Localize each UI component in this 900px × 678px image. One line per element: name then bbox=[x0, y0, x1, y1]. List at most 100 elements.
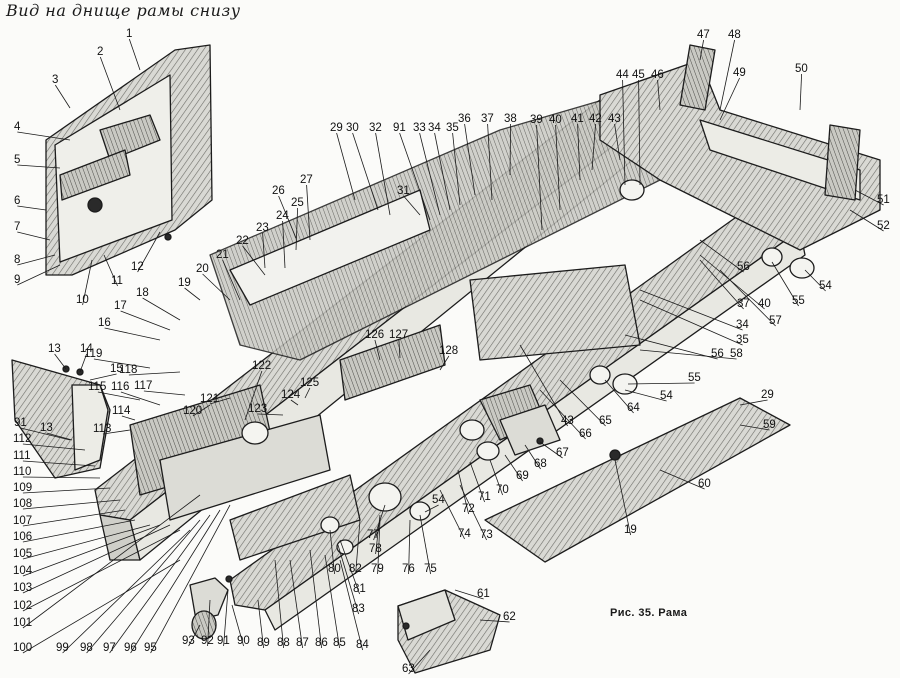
leader-line bbox=[408, 519, 411, 575]
callout-number: 61 bbox=[477, 588, 490, 600]
callout-n11: 11 bbox=[103, 254, 123, 287]
callout-number: 6 bbox=[14, 195, 20, 207]
callout-number: 68 bbox=[534, 458, 547, 470]
leader-line bbox=[150, 504, 231, 654]
leader-line bbox=[304, 387, 311, 399]
callout-number: 69 bbox=[516, 470, 529, 482]
callout-number: 92 bbox=[201, 635, 214, 647]
callout-number: 1 bbox=[126, 28, 132, 40]
leader-line bbox=[524, 444, 541, 470]
callout-n82: 82 bbox=[349, 519, 362, 575]
leader-line bbox=[487, 123, 493, 201]
leader-line bbox=[799, 73, 802, 111]
mount-bracket bbox=[479, 384, 561, 456]
leader-line bbox=[22, 460, 96, 467]
leader-line bbox=[109, 514, 211, 654]
callout-number: 88 bbox=[277, 637, 290, 649]
leader-line bbox=[142, 297, 181, 321]
callout-n42: 42 bbox=[589, 113, 602, 171]
callout-n13a: 13 bbox=[48, 343, 67, 370]
callout-n10: 10 bbox=[76, 259, 93, 306]
callout-number: 37 bbox=[737, 298, 750, 310]
callout-number: 35 bbox=[736, 334, 749, 346]
callout-n106: 106 bbox=[13, 519, 136, 543]
leader-line bbox=[339, 559, 363, 651]
callout-number: 126 bbox=[365, 329, 384, 341]
leader-line bbox=[329, 529, 335, 575]
leader-line bbox=[719, 269, 776, 327]
callout-n35b: 35 bbox=[639, 299, 749, 346]
callout-n102: 102 bbox=[13, 529, 181, 612]
callout-number: 114 bbox=[112, 405, 131, 417]
callout-number: 55 bbox=[792, 295, 805, 307]
callout-n63: 63 bbox=[402, 649, 431, 675]
callout-n29b: 29 bbox=[739, 389, 774, 406]
callout-number: 34 bbox=[736, 319, 749, 331]
callout-n7: 7 bbox=[14, 221, 51, 241]
leader-line bbox=[419, 132, 441, 216]
leader-line bbox=[22, 524, 151, 560]
leader-line bbox=[192, 404, 211, 417]
leader-line bbox=[46, 432, 73, 441]
callout-n8: 8 bbox=[14, 254, 56, 266]
callout-number: 66 bbox=[579, 428, 592, 440]
leader-line bbox=[469, 461, 485, 503]
callout-n49: 49 bbox=[719, 67, 746, 121]
callout-number: 116 bbox=[111, 381, 129, 393]
leader-line bbox=[290, 399, 299, 406]
leader-line bbox=[479, 619, 510, 623]
callout-number: 73 bbox=[480, 529, 493, 541]
leader-line bbox=[699, 259, 744, 310]
callout-number: 31 bbox=[397, 185, 410, 197]
leader-line bbox=[54, 353, 67, 370]
callout-number: 27 bbox=[300, 174, 313, 186]
callout-number: 109 bbox=[13, 482, 32, 494]
leader-line bbox=[207, 599, 211, 647]
leader-line bbox=[377, 519, 381, 575]
callout-number: 80 bbox=[328, 563, 341, 575]
callout-n86: 86 bbox=[309, 549, 328, 649]
callout-n112: 112 bbox=[13, 433, 86, 451]
leader-line bbox=[97, 391, 141, 401]
callout-n91c: 91 bbox=[217, 589, 230, 647]
callout-n61: 61 bbox=[454, 588, 490, 600]
callout-number: 96 bbox=[124, 642, 137, 654]
leader-line bbox=[519, 344, 568, 427]
leader-line bbox=[659, 469, 705, 490]
callout-n64: 64 bbox=[604, 379, 640, 414]
callout-number: 34 bbox=[428, 122, 441, 134]
bottom-plate bbox=[484, 397, 791, 563]
callout-number: 52 bbox=[877, 220, 890, 232]
callout-n76: 76 bbox=[402, 519, 415, 575]
leader-line bbox=[17, 205, 47, 211]
callout-number: 19 bbox=[624, 524, 637, 536]
callout-number: 99 bbox=[56, 642, 69, 654]
callout-number: 62 bbox=[503, 611, 516, 623]
leader-line bbox=[639, 289, 743, 331]
leader-line bbox=[424, 504, 439, 513]
mudflap bbox=[397, 589, 501, 674]
callout-number: 117 bbox=[134, 380, 152, 392]
leader-line bbox=[17, 164, 61, 169]
callout-number: 8 bbox=[14, 254, 20, 266]
leader-line bbox=[222, 259, 241, 301]
callout-number: 74 bbox=[458, 528, 471, 540]
callout-number: 50 bbox=[795, 63, 808, 75]
leader-line bbox=[17, 254, 56, 266]
callout-number: 91 bbox=[217, 635, 230, 647]
leader-line bbox=[120, 391, 161, 406]
callout-number: 21 bbox=[216, 249, 229, 261]
front-bumper bbox=[11, 359, 111, 479]
callout-n9: 9 bbox=[14, 264, 61, 286]
callout-n3: 3 bbox=[52, 74, 71, 109]
leader-line bbox=[352, 132, 379, 211]
callout-number: 101 bbox=[13, 617, 32, 629]
callout-number: 115 bbox=[88, 381, 106, 393]
callout-n127: 127 bbox=[389, 329, 408, 359]
callout-number: 20 bbox=[196, 263, 209, 275]
callout-n48: 48 bbox=[719, 29, 741, 111]
leader-line bbox=[257, 599, 264, 649]
leader-line bbox=[22, 529, 181, 612]
callout-n19a: 19 bbox=[178, 277, 201, 301]
leader-line bbox=[62, 529, 191, 654]
